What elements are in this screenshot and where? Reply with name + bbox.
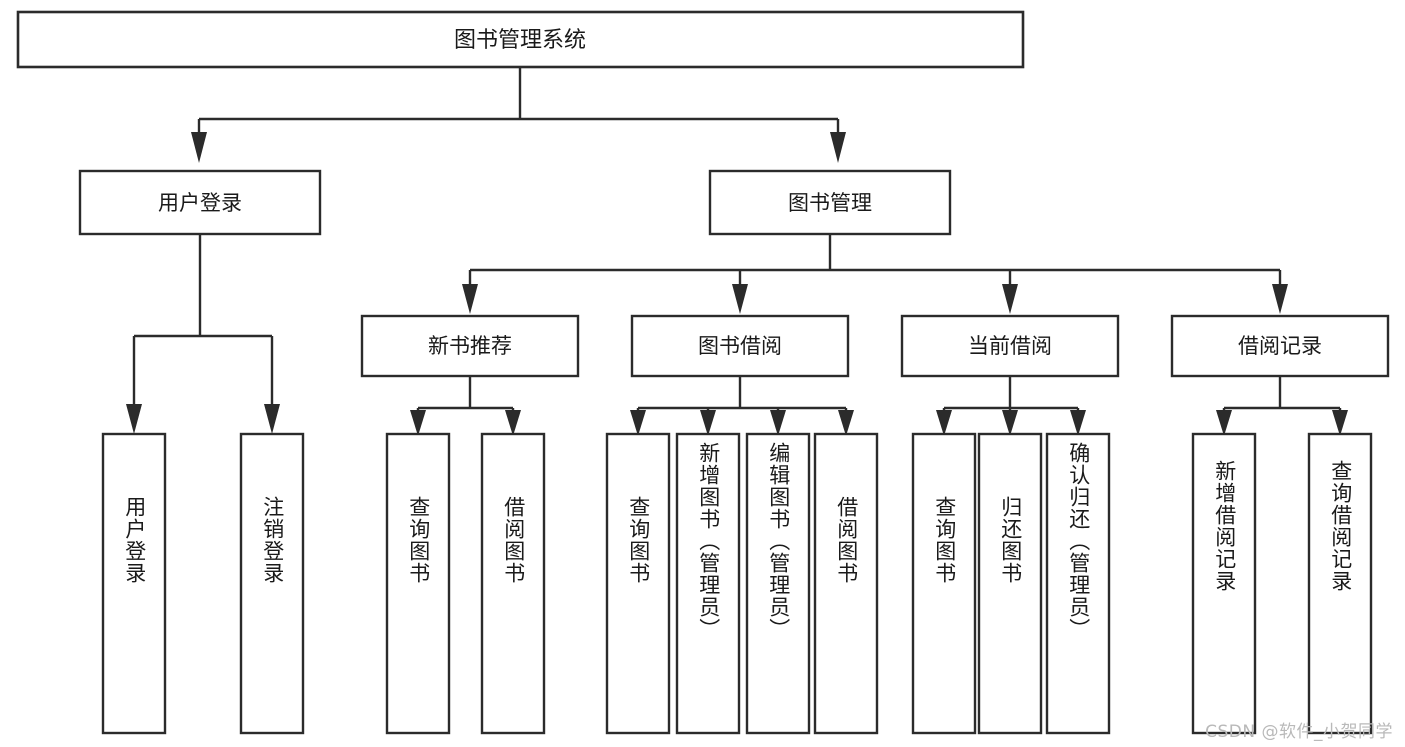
leaf-box-logout-login[interactable] <box>239 432 305 735</box>
leaf-box-add-book[interactable] <box>675 432 741 735</box>
arrow-head-icon <box>505 410 521 436</box>
arrow-head-icon <box>1002 284 1018 314</box>
borrow-record-label: 借阅记录 <box>1238 334 1322 358</box>
connector-user-login-to-leaves <box>126 234 280 434</box>
connector-current-borrow-to-leaves <box>936 376 1086 436</box>
node-new-book-recommend[interactable]: 新书推荐 <box>360 314 580 378</box>
arrow-head-icon <box>126 404 142 434</box>
leaf-box-borrow-book-2[interactable] <box>813 432 879 735</box>
arrow-head-icon <box>1332 410 1348 436</box>
node-book-manage[interactable]: 图书管理 <box>708 169 952 236</box>
leaf-box-user-login[interactable] <box>101 432 167 735</box>
arrow-head-icon <box>936 410 952 436</box>
leaf-box-return-book[interactable] <box>977 432 1043 735</box>
user-login-label: 用户登录 <box>158 191 242 215</box>
arrow-head-icon <box>1002 410 1018 436</box>
node-user-login[interactable]: 用户登录 <box>78 169 322 236</box>
node-book-borrow[interactable]: 图书借阅 <box>630 314 850 378</box>
node-borrow-record[interactable]: 借阅记录 <box>1170 314 1390 378</box>
leaf-box-query-book-3[interactable] <box>911 432 977 735</box>
book-manage-label: 图书管理 <box>788 191 872 215</box>
leaf-box-borrow-book-1[interactable] <box>480 432 546 735</box>
connector-new-book-recommend-to-leaves <box>410 376 521 436</box>
arrow-head-icon <box>630 410 646 436</box>
leaf-box-query-book-1[interactable] <box>385 432 451 735</box>
arrow-head-icon <box>732 284 748 314</box>
connector-book-manage-to-level3 <box>462 234 1288 314</box>
current-borrow-box[interactable] <box>900 314 1120 378</box>
arrow-head-icon <box>191 132 207 163</box>
arrow-head-icon <box>264 404 280 434</box>
new-book-recommend-label: 新书推荐 <box>428 334 512 358</box>
node-root[interactable]: 图书管理系统 <box>16 10 1025 69</box>
node-current-borrow[interactable]: 当前借阅 <box>900 314 1120 378</box>
arrow-head-icon <box>1070 410 1086 436</box>
book-borrow-label: 图书借阅 <box>698 334 782 358</box>
root-box[interactable] <box>16 10 1025 69</box>
leaf-box-add-record[interactable] <box>1191 432 1257 735</box>
root-label: 图书管理系统 <box>454 28 586 53</box>
leaf-box-query-record[interactable] <box>1307 432 1373 735</box>
current-borrow-label: 当前借阅 <box>968 334 1052 358</box>
arrow-head-icon <box>1216 410 1232 436</box>
leaf-box-query-book-2[interactable] <box>605 432 671 735</box>
watermark-text: CSDN @软件_小贺同学 <box>1205 722 1393 742</box>
connector-book-borrow-to-leaves <box>630 376 854 436</box>
leaf-box-confirm-return[interactable] <box>1045 432 1111 735</box>
arrow-head-icon <box>410 410 426 436</box>
arrow-head-icon <box>770 410 786 436</box>
connector-borrow-record-to-leaves <box>1216 376 1348 436</box>
arrow-head-icon <box>1272 284 1288 314</box>
arrow-head-icon <box>838 410 854 436</box>
leaf-box-edit-book[interactable] <box>745 432 811 735</box>
arrow-head-icon <box>830 132 846 163</box>
arrow-head-icon <box>462 284 478 314</box>
connector-root-to-level2 <box>191 67 846 163</box>
user-login-box[interactable] <box>78 169 322 236</box>
new-book-recommend-box[interactable] <box>360 314 580 378</box>
arrow-head-icon <box>700 410 716 436</box>
